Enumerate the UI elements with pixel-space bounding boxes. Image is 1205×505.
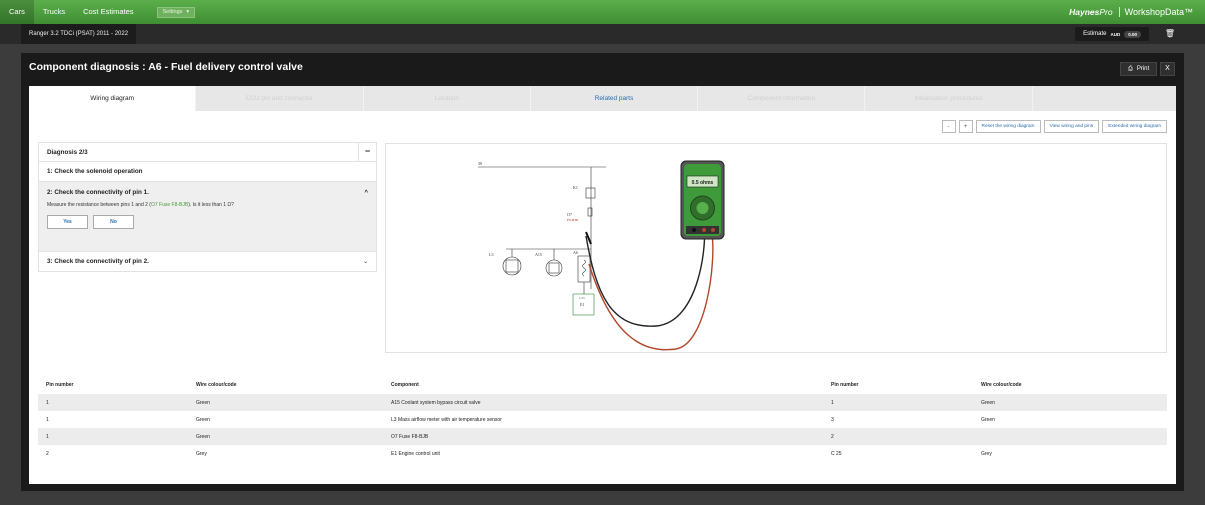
diagnosis-step-2: 2: Check the connectivity of pin 1. ^ Me…: [38, 182, 377, 252]
diagram-controls: - + Reset the wiring diagram View wiring…: [941, 120, 1167, 133]
meter-reading: 0.5 ohms: [692, 180, 714, 186]
label-30: 30: [478, 161, 482, 166]
nav-tab-trucks[interactable]: Trucks: [42, 7, 66, 16]
workshopdata-logo: WorkshopData™: [1124, 7, 1193, 17]
wiring-diagram-svg: 30 K1 O7 F8-BJB L3 A15: [478, 160, 725, 351]
fuse-o7: [587, 207, 593, 217]
step-3-label: 3: Check the connectivity of pin 2.: [47, 258, 149, 265]
col-wire-colour-2: Wire colour/code: [981, 382, 1022, 388]
printer-icon: ⎙: [1128, 65, 1133, 72]
multimeter-icon: [680, 160, 725, 240]
diagnosis-header: Diagnosis 2/3 −: [38, 142, 377, 162]
dialog-title: Component diagnosis : A6 - Fuel delivery…: [29, 61, 303, 73]
tab-component-information: Component information: [698, 86, 866, 111]
wiring-diagram[interactable]: 30 K1 O7 F8-BJB L3 A15: [385, 143, 1167, 353]
vehicle-selector[interactable]: Ranger 3.2 TDCi (PSAT) 2011 - 2022: [21, 24, 137, 44]
diagnosis-panel: Diagnosis 2/3 − 1: Check the solenoid op…: [38, 142, 377, 272]
view-wiring-pins-button[interactable]: View wiring and pins: [1043, 120, 1100, 133]
chevron-up-icon[interactable]: ^: [364, 189, 368, 196]
chevron-down-icon: ⌄: [362, 259, 368, 265]
ecu-e1: [572, 293, 595, 316]
table-row: 2 Grey E1 Engine control unit C 25 Grey: [46, 450, 992, 457]
tab-initialisation-procedures: Initialisation procedures: [865, 86, 1033, 111]
label-a15: A15: [535, 252, 542, 257]
tab-wiring-diagram[interactable]: Wiring diagram: [29, 86, 197, 111]
valve-a6: [577, 255, 591, 283]
probe-lead-red: [588, 233, 714, 351]
col-pin-number: Pin number: [46, 382, 74, 388]
col-wire-colour: Wire colour/code: [196, 382, 237, 388]
pin-table: Pin number Wire colour/code Component Pi…: [38, 376, 1167, 462]
close-button[interactable]: X: [1160, 62, 1175, 76]
label-a6: A6: [573, 250, 578, 255]
component-tabs: Wiring diagram ECU pin and connector Loc…: [29, 86, 1176, 111]
estimate-label: Estimate: [1083, 31, 1107, 37]
estimate-value: 0.00: [1124, 30, 1141, 38]
yes-button[interactable]: Yes: [47, 215, 88, 229]
no-button[interactable]: No: [93, 215, 134, 229]
table-row: 1 Green L3 Mass airflow meter with air t…: [46, 416, 995, 423]
probe-lead-black: [585, 233, 706, 327]
fuse-link[interactable]: O7 Fuse F8-BJB: [150, 202, 189, 208]
settings-label: Settings: [162, 9, 183, 15]
label-c25: C25: [579, 296, 585, 300]
step-2-question: Measure the resistance between pins 1 an…: [47, 202, 234, 208]
label-e1: E1: [580, 302, 584, 307]
diagnosis-title: Diagnosis 2/3: [47, 148, 88, 156]
step-1-label: 1: Check the solenoid operation: [47, 168, 143, 175]
dialog-content: Wiring diagram ECU pin and connector Loc…: [29, 86, 1176, 484]
nav-tab-cost-estimates[interactable]: Cost Estimates: [83, 7, 134, 16]
probe-tip-black: [585, 231, 592, 245]
valve-a15-box: [548, 262, 560, 274]
zoom-in-button[interactable]: +: [958, 120, 973, 133]
collapse-icon[interactable]: −: [358, 142, 376, 162]
relay-k1: [585, 187, 596, 199]
top-navigation: Cars Trucks Cost Estimates Settings ▾ Ha…: [0, 0, 1205, 24]
print-label: Print: [1136, 66, 1150, 72]
brand-logo: HaynesPro WorkshopData™: [1069, 0, 1193, 24]
component-diagnosis-dialog: Component diagnosis : A6 - Fuel delivery…: [21, 53, 1184, 491]
step-2-label[interactable]: 2: Check the connectivity of pin 1.: [47, 189, 149, 196]
extended-wiring-button[interactable]: Extended wiring diagram: [1102, 120, 1167, 133]
estimate-currency: AUD: [1110, 31, 1121, 37]
table-row: 1 Green A15 Coolant system bypass circui…: [38, 394, 1167, 411]
label-k1: K1: [573, 185, 578, 190]
label-o7-sub: F8-BJB: [567, 218, 579, 222]
haynes-logo: HaynesPro: [1069, 7, 1120, 17]
vehicle-bar: Ranger 3.2 TDCi (PSAT) 2011 - 2022 Estim…: [0, 24, 1205, 44]
print-button[interactable]: ⎙ Print: [1120, 62, 1158, 76]
col-component: Component: [391, 382, 419, 388]
tab-related-parts[interactable]: Related parts: [530, 86, 699, 111]
col-pin-number-2: Pin number: [831, 382, 859, 388]
zoom-out-button[interactable]: -: [941, 120, 956, 133]
valve-a15: [545, 259, 563, 277]
diagnosis-step-3[interactable]: 3: Check the connectivity of pin 2. ⌄: [38, 252, 377, 272]
trash-icon[interactable]: 🗑: [1164, 29, 1176, 38]
valve-a6-coil: [582, 259, 586, 277]
nav-tab-cars[interactable]: Cars: [0, 0, 34, 24]
label-o7: O7: [567, 212, 572, 217]
table-row: 1 Green O7 Fuse F8-BJB 2: [38, 428, 1167, 445]
sensor-l3-box: [505, 259, 519, 273]
estimate-button[interactable]: Estimate AUD 0.00: [1075, 27, 1149, 41]
tabs-filler: [1032, 86, 1176, 111]
tab-ecu-pin-connector: ECU pin and connector: [196, 86, 364, 111]
reset-wiring-button[interactable]: Reset the wiring diagram: [975, 120, 1041, 133]
diagnosis-step-1[interactable]: 1: Check the solenoid operation: [38, 162, 377, 182]
tab-location: Location: [363, 86, 531, 111]
label-l3: L3: [489, 252, 493, 257]
chevron-down-icon: ▾: [186, 9, 190, 15]
settings-dropdown[interactable]: Settings ▾: [156, 6, 196, 18]
